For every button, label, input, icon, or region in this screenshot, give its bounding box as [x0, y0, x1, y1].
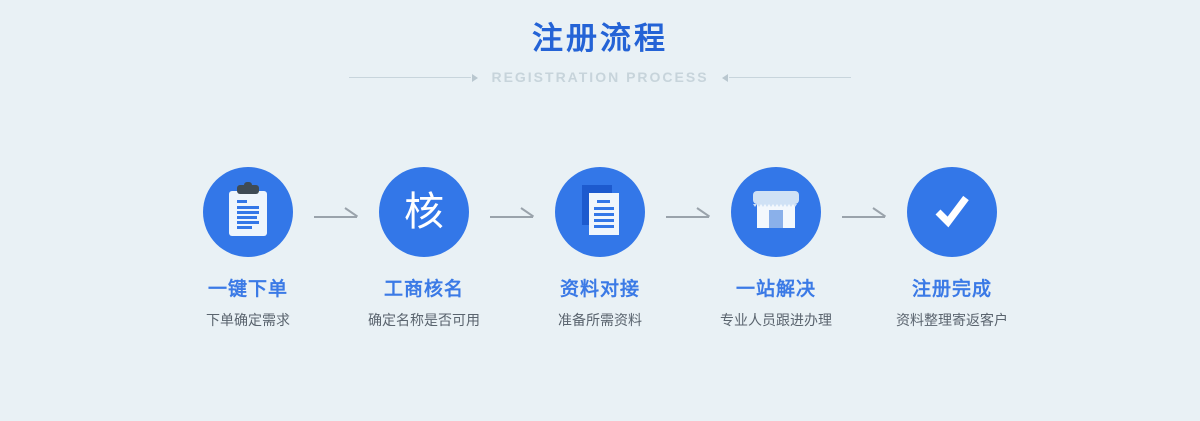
step-one-stop-solution: 一站解决 专业人员跟进办理	[711, 167, 841, 330]
step-registration-complete: 注册完成 资料整理寄返客户	[887, 167, 1017, 330]
checkmark-icon	[928, 186, 976, 239]
step-one-click-order: 一键下单 下单确定需求	[183, 167, 313, 330]
documents-icon	[576, 182, 624, 243]
section-header: 注册流程 REGISTRATION PROCESS	[0, 0, 1200, 85]
name-check-icon: 核	[404, 190, 444, 234]
step-title: 注册完成	[911, 279, 992, 300]
step-description: 专业人员跟进办理	[720, 312, 832, 328]
decor-line-right-arrow-icon	[721, 73, 851, 82]
step-description: 准备所需资料	[558, 312, 642, 328]
step-title: 一键下单	[207, 279, 288, 300]
step-description: 资料整理寄返客户	[896, 312, 1008, 328]
steps-row: 一键下单 下单确定需求 核 工商核名 确定名称是否可用	[0, 167, 1200, 330]
step-materials-handover: 资料对接 准备所需资料	[535, 167, 665, 330]
flow-arrow-icon	[666, 207, 711, 218]
step-title: 一站解决	[735, 279, 816, 300]
page-subtitle: REGISTRATION PROCESS	[491, 69, 709, 85]
step-description: 确定名称是否可用	[368, 312, 480, 328]
decor-line-left-arrow-icon	[349, 73, 479, 82]
clipboard-icon	[224, 181, 272, 243]
step-name-verification: 核 工商核名 确定名称是否可用	[359, 167, 489, 330]
step-description: 下单确定需求	[206, 312, 290, 328]
step-circle	[203, 167, 293, 257]
flow-arrow-icon	[314, 207, 359, 218]
step-title: 工商核名	[383, 279, 464, 300]
step-circle	[731, 167, 821, 257]
flow-arrow-icon	[490, 207, 535, 218]
step-circle: 核	[379, 167, 469, 257]
step-circle	[555, 167, 645, 257]
step-circle	[907, 167, 997, 257]
flow-arrow-icon	[842, 207, 887, 218]
page-title: 注册流程	[532, 21, 668, 56]
step-title: 资料对接	[559, 279, 640, 300]
subtitle-row: REGISTRATION PROCESS	[0, 69, 1200, 85]
storefront-icon	[750, 186, 802, 239]
